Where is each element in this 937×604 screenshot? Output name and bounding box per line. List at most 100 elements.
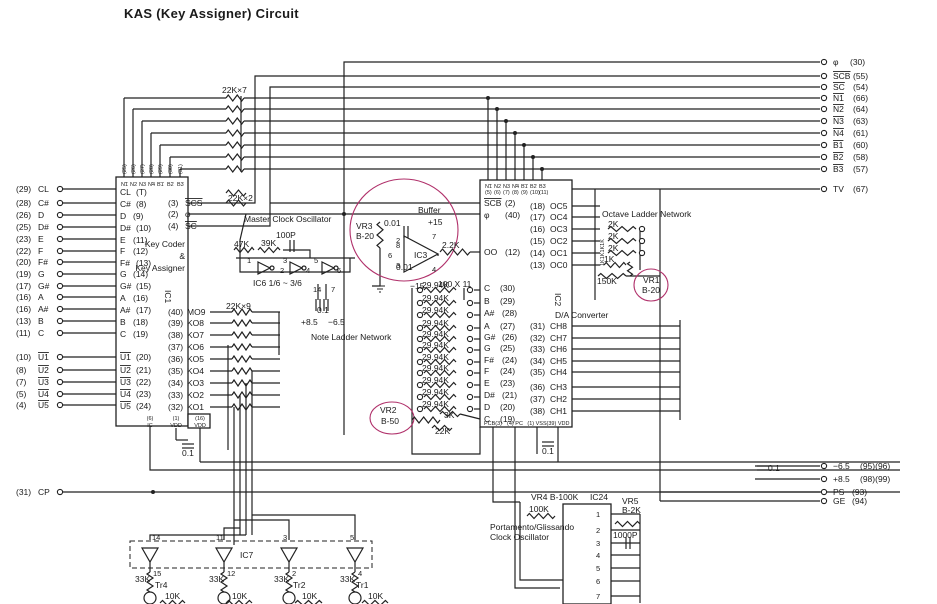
- octave-ladder-node: [638, 249, 646, 257]
- output-signal-number: (30): [850, 57, 865, 67]
- ic1-bottom-pin-num: (16): [195, 416, 205, 422]
- resistor-29.94k: [423, 405, 457, 413]
- opamp-pin: 8: [396, 241, 400, 250]
- input-signal-name: G: [38, 269, 45, 279]
- ic2-note-pin-name: B: [484, 296, 490, 306]
- inverter-ic6-2: [289, 261, 304, 275]
- ic1-pin-num: (8): [136, 199, 147, 209]
- ic1-pin-name: U4: [120, 389, 131, 399]
- input-terminal: [56, 305, 64, 313]
- pullup-resistor-22k: [225, 153, 245, 161]
- input-signal-name: F#: [38, 257, 48, 267]
- power-signal-name: −6.5: [833, 461, 850, 471]
- ko-to-buffer-wire: [223, 527, 240, 540]
- note-ladder-network-label: Note Ladder Network: [311, 332, 392, 342]
- ic2-note-pin-num: (24): [500, 366, 515, 376]
- ic1-ko-pin-name: KO2: [187, 390, 204, 400]
- resistor-2k: [607, 225, 637, 233]
- input-signal-name: C#: [38, 198, 49, 208]
- output-terminal: [820, 165, 828, 173]
- output-signal-number: (58): [853, 152, 868, 162]
- resistor-33k: [350, 571, 360, 593]
- input-signal-name: C: [38, 328, 44, 338]
- output-signal-name: N1: [833, 93, 844, 103]
- transistor: [348, 591, 362, 604]
- ic24-pin-number: 5: [596, 564, 600, 573]
- ic1-pin-name: C: [120, 329, 126, 339]
- ic1-right-pin-num: (3): [168, 198, 179, 208]
- resistor-22kx2-label: 22K×2: [228, 193, 253, 203]
- ic24-pin-number: 3: [596, 539, 600, 548]
- ic1-ko-pin-num: (33): [168, 390, 183, 400]
- transistor-tr4-label: Tr4: [155, 580, 168, 590]
- pullup-resistor-22k: [225, 141, 245, 149]
- ic1-ko-pin-name: KO5: [187, 354, 204, 364]
- ic2-ch-pin-num: (32): [530, 333, 545, 343]
- ic1-pin-num: (14): [133, 269, 148, 279]
- output-signal-name: N4: [833, 128, 844, 138]
- ic1-power-pin-block: [187, 413, 211, 429]
- ic2-body: [479, 179, 573, 428]
- ic2-ch-pin-num: (38): [530, 406, 545, 416]
- resistor-29.94k-label: 29.94K: [422, 305, 449, 315]
- octave-ladder-node: [638, 237, 646, 245]
- ladder-node: [466, 358, 474, 366]
- ic24-pin-number: 7: [596, 592, 600, 601]
- ladder-node: [466, 324, 474, 332]
- resistor-29.94k: [423, 324, 457, 332]
- transistor: [282, 591, 296, 604]
- ic2-note-pin-name: C: [484, 414, 490, 424]
- input-signal-name: U5: [38, 400, 49, 410]
- ic1-pin-num: (15): [136, 281, 151, 291]
- output-terminal: [820, 129, 828, 137]
- ic1-pin-num: (22): [136, 377, 151, 387]
- power-terminal: [820, 462, 828, 470]
- input-terminal: [56, 353, 64, 361]
- ic2-pin-name: SCB: [484, 198, 502, 208]
- inverter-pin-number: 6: [337, 266, 341, 275]
- input-signal-number: (7): [16, 377, 27, 387]
- resistor-29.94k: [423, 358, 457, 366]
- inverter-ic6-1: [257, 261, 272, 275]
- resistor-29.94k: [423, 286, 457, 294]
- ic2-description: D/A Converter: [555, 310, 609, 320]
- resistor-22k-ladder: [231, 318, 253, 328]
- resistor-10k: [159, 599, 186, 604]
- resistor-100k-label: 100K: [529, 504, 549, 514]
- output-signal-number: (61): [853, 128, 868, 138]
- ic2-note-pin-name: C: [484, 283, 490, 293]
- opamp-ic3: [403, 235, 440, 273]
- ic24-pin-number: 2: [596, 526, 600, 535]
- ic1-top-pin-name: B3: [177, 182, 184, 188]
- ic1-pin-name: U5: [120, 401, 131, 411]
- resistor-29.94k: [423, 311, 457, 319]
- ic24-body: [562, 503, 612, 604]
- input-terminal: [56, 211, 64, 219]
- input-signal-name: U4: [38, 389, 49, 399]
- ic1-description: Key Assigner: [135, 263, 185, 273]
- ic1-top-pin-name: N3: [139, 182, 146, 188]
- ic1-description: &: [179, 251, 185, 261]
- output-signal-number: (66): [853, 93, 868, 103]
- ic2-note-pin-name: E: [484, 378, 490, 388]
- potentiometer-vr1: [626, 261, 634, 277]
- ic1-ko-pin-name: KO1: [187, 402, 204, 412]
- resistor-29.94k: [423, 335, 457, 343]
- wire: [459, 413, 481, 420]
- supply-wire: [149, 426, 755, 471]
- ic3-label: IC3: [414, 250, 428, 260]
- input-signal-number: (5): [16, 389, 27, 399]
- output-signal-name: TV: [833, 184, 844, 194]
- ic1-pin-num: (20): [136, 352, 151, 362]
- resistor-29.94k: [423, 346, 457, 354]
- vr5-value-label: B-2K: [622, 505, 641, 515]
- resistor-2.2k: [439, 248, 471, 256]
- output-terminal: [820, 117, 828, 125]
- input-signal-name: A: [38, 292, 44, 302]
- buffer-gate: [214, 547, 234, 564]
- output-terminal: [820, 58, 828, 66]
- ic2-note-pin-name: A#: [484, 308, 495, 318]
- components: [56, 58, 828, 604]
- output-signal-number: (67): [853, 184, 868, 194]
- ic2-note-pin-num: (28): [502, 308, 517, 318]
